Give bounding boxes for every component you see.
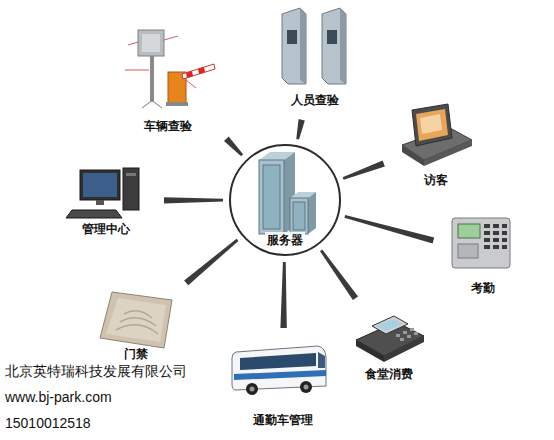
connector-line xyxy=(280,262,286,328)
server-node: 服务器 xyxy=(229,144,341,256)
management-node: 管理中心 xyxy=(60,164,152,237)
bus-icon xyxy=(232,346,326,395)
visitor-node: 访客 xyxy=(395,100,477,188)
node-label: 车辆查验 xyxy=(142,118,194,134)
connector-line xyxy=(224,137,243,157)
connector-line xyxy=(184,239,238,286)
vehicle-check-node: 车辆查验 xyxy=(118,22,218,134)
computer-icon xyxy=(66,168,139,218)
person-check-node: 人员查验 xyxy=(272,4,358,108)
server-icon xyxy=(259,152,316,234)
barrier-icon xyxy=(125,30,215,108)
attendance-node: 考勤 xyxy=(445,212,521,296)
visitor-kiosk-icon xyxy=(402,104,472,166)
node-label: 管理中心 xyxy=(80,221,132,237)
node-label: 考勤 xyxy=(469,280,497,296)
attendance-icon xyxy=(452,218,510,268)
node-label: 通勤车管理 xyxy=(251,412,315,428)
canteen-node: 食堂消费 xyxy=(350,308,428,382)
node-label: 门禁 xyxy=(122,346,150,362)
website: www.bj-park.com xyxy=(5,388,112,406)
shuttle-node: 通勤车管理 xyxy=(228,340,338,428)
connector-line xyxy=(164,197,223,203)
turnstile-icon xyxy=(282,8,346,84)
node-label: 人员查验 xyxy=(289,92,341,108)
connector-line xyxy=(344,215,434,244)
node-label: 访客 xyxy=(422,172,450,188)
connector-line xyxy=(296,119,305,139)
company-name: 北京英特瑞科技发展有限公司 xyxy=(5,362,187,380)
connector-line xyxy=(320,250,358,301)
connector-line xyxy=(343,160,385,179)
phone-number: 15010012518 xyxy=(5,414,91,432)
access-control-node: 门禁 xyxy=(95,288,177,362)
node-label: 食堂消费 xyxy=(363,366,415,382)
node-label: 服务器 xyxy=(265,232,305,248)
card-reader-icon xyxy=(100,292,172,348)
pos-terminal-icon xyxy=(356,316,424,362)
